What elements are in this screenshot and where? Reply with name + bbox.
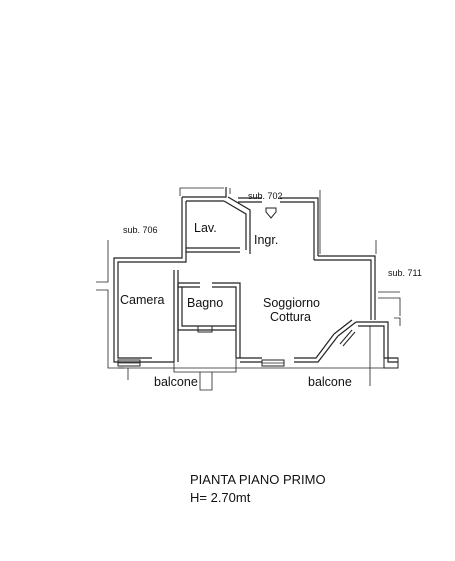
entrance-arrow-icon — [265, 207, 277, 219]
room-lav: Lav. — [194, 221, 217, 235]
room-cottura: Cottura — [270, 310, 311, 324]
plan-title: PIANTA PIANO PRIMO — [190, 472, 326, 487]
windows — [117, 325, 399, 369]
label-balcone-right: balcone — [308, 375, 352, 389]
room-ingr: Ingr. — [254, 233, 278, 247]
room-bagno: Bagno — [187, 296, 223, 310]
plan-height: H= 2.70mt — [190, 490, 251, 505]
neighbour-boundaries — [96, 187, 401, 369]
walls — [113, 187, 398, 363]
label-sub-706: sub. 706 — [123, 225, 158, 235]
label-sub-702: sub. 702 — [248, 191, 283, 201]
label-balcone-left: balcone — [154, 375, 198, 389]
balconies — [118, 325, 398, 391]
room-camera: Camera — [120, 293, 165, 307]
room-soggiorno: Soggiorno — [263, 296, 320, 310]
label-sub-711: sub. 711 — [388, 268, 422, 278]
